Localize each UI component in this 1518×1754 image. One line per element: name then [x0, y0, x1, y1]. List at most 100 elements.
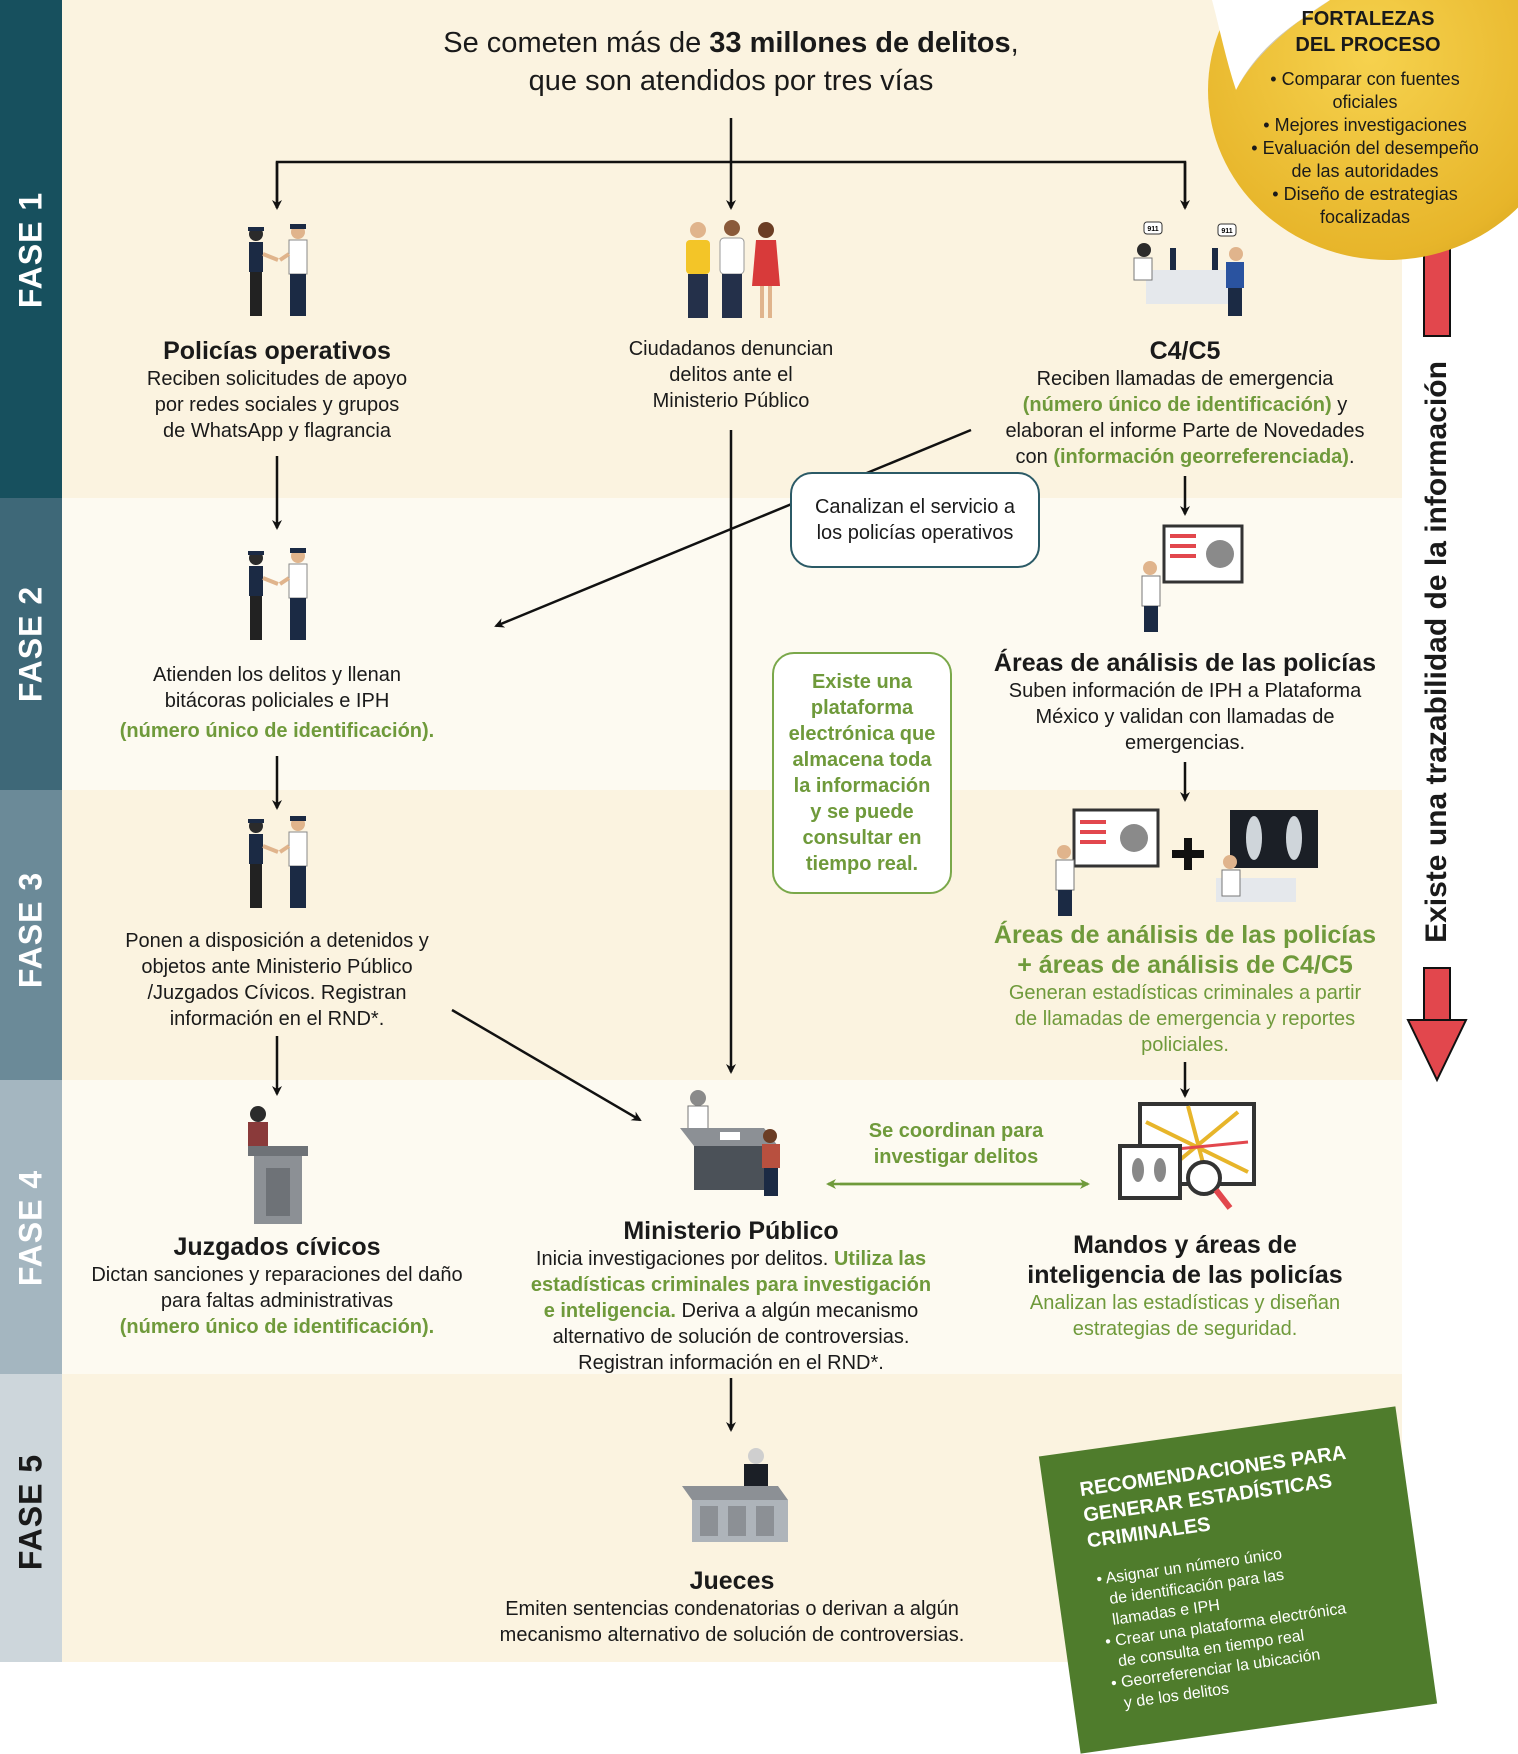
- mp-green: estadísticas criminales para investigaci…: [530, 1274, 932, 1296]
- stats-line: de llamadas de emergencia y reportes: [1014, 1008, 1356, 1030]
- c4c5-line: (número único de identificación) y: [985, 392, 1385, 418]
- jueces-line: Emiten sentencias condenatorias o deriva…: [505, 1598, 959, 1620]
- headline-line2: que son atendidos por tres vías: [528, 65, 934, 97]
- recommendations-title: RECOMENDACIONES PARA GENERAR ESTADÍSTICA…: [1078, 1440, 1355, 1555]
- traceability-label: Existe una trazabilidad de la informació…: [1420, 361, 1453, 943]
- juzgados-line: para faltas administrativas: [160, 1290, 394, 1312]
- analyst-screen-icon: [1055, 808, 1160, 916]
- mandos-block: Mandos y áreas de inteligencia de las po…: [990, 1230, 1380, 1342]
- canalizan-line: los policías operativos: [816, 522, 1014, 544]
- dispose-line: objetos ante Ministerio Público: [141, 956, 413, 978]
- headline-post: ,: [1010, 27, 1019, 59]
- analysis-line: Suben información de IPH a Plataforma: [1008, 680, 1362, 702]
- intelligence-map-icon: [1118, 1102, 1256, 1210]
- strengths-title-1: FORTALEZAS: [1301, 8, 1435, 30]
- mandos-line: Analizan las estadísticas y diseñan: [1029, 1292, 1341, 1314]
- strengths-item: • Comparar con fuentes: [1270, 69, 1460, 89]
- coordination-line: investigar delitos: [873, 1146, 1039, 1168]
- police-line: de WhatsApp y flagrancia: [163, 420, 391, 442]
- police-block: Policías operativos Reciben solicitudes …: [117, 336, 437, 444]
- mp-line-post: Deriva a algún mecanismo: [675, 1300, 919, 1322]
- platform-line: y se puede: [810, 801, 914, 823]
- phase1-sidebar: FASE 1: [0, 0, 62, 498]
- phase4-sidebar: FASE 4: [0, 1080, 62, 1374]
- strengths-item: de las autoridades: [1291, 161, 1439, 181]
- strengths-title: FORTALEZAS DEL PROCESO: [1288, 6, 1448, 58]
- platform-line: electrónica que: [788, 723, 936, 745]
- judge-bench-icon: [682, 1448, 788, 1542]
- citizens-line: Ciudadanos denuncian: [628, 338, 834, 360]
- analysis-line: emergencias.: [1124, 732, 1246, 754]
- judge-podium-icon: [248, 1106, 308, 1224]
- police-officers-icon: [248, 548, 308, 640]
- citizens-icon: [686, 220, 780, 318]
- c4c5-line-pre: con: [1015, 446, 1054, 468]
- dispose-block: Ponen a disposición a detenidos y objeto…: [100, 928, 454, 1032]
- phase2-sidebar: FASE 2: [0, 498, 62, 790]
- citizens-line: Ministerio Público: [652, 390, 810, 412]
- strengths-item: focalizadas: [1319, 207, 1411, 227]
- call-center-icon: 911 911: [1133, 221, 1244, 316]
- forensic-analyst-icon: [1216, 810, 1318, 902]
- stats-title-2: + áreas de análisis de C4/C5: [1017, 951, 1353, 979]
- platform-line: consultar en: [802, 827, 922, 849]
- c4c5-title: C4/C5: [1149, 337, 1221, 365]
- c4c5-line: Reciben llamadas de emergencia: [1036, 368, 1334, 390]
- dispose-line: /Juzgados Cívicos. Registran: [147, 982, 407, 1004]
- headline-pre: Se cometen más de: [443, 27, 710, 59]
- phase3-sidebar: FASE 3: [0, 790, 62, 1080]
- flow-arrows: [272, 118, 1468, 1432]
- mp-line: Inicia investigaciones por delitos. Util…: [510, 1246, 952, 1272]
- c4c5-line-post: y: [1331, 394, 1348, 416]
- platform-line: almacena toda: [792, 749, 932, 771]
- attend-line: bitácoras policiales e IPH: [164, 690, 390, 712]
- mp-block: Ministerio Público Inicia investigacione…: [510, 1216, 952, 1376]
- headline: Se cometen más de 33 millones de delitos…: [360, 24, 1102, 100]
- recommendations-card: RECOMENDACIONES PARA GENERAR ESTADÍSTICA…: [1038, 1406, 1438, 1754]
- strengths-list: • Comparar con fuentes oficiales • Mejor…: [1228, 68, 1502, 229]
- police-officers-icon: [248, 224, 308, 316]
- police-line: por redes sociales y grupos: [154, 394, 400, 416]
- strengths-item: • Mejores investigaciones: [1263, 115, 1467, 135]
- c4c5-block: C4/C5 Reciben llamadas de emergencia (nú…: [985, 336, 1385, 470]
- analysis-block: Áreas de análisis de las policías Suben …: [980, 648, 1390, 756]
- strengths-item: oficiales: [1332, 92, 1398, 112]
- platform-line: plataforma: [810, 697, 914, 719]
- c4c5-line-post: .: [1348, 446, 1355, 468]
- juzgados-green: (número único de identificación).: [119, 1316, 435, 1338]
- juzgados-title: Juzgados cívicos: [173, 1233, 381, 1261]
- c4c5-green: (número único de identificación): [1022, 394, 1332, 416]
- prosecutor-desk-icon: [680, 1090, 780, 1196]
- mandos-title-2: inteligencia de las policías: [1027, 1261, 1343, 1289]
- page-curl-icon: [1212, 0, 1330, 90]
- stats-line: policiales.: [1141, 1034, 1229, 1056]
- stats-block: Áreas de análisis de las policías + área…: [980, 920, 1390, 1058]
- phase5-sidebar: FASE 5: [0, 1374, 62, 1662]
- analysis-line: México y validan con llamadas de: [1035, 706, 1335, 728]
- c4c5-line: con (información georreferenciada).: [985, 444, 1385, 470]
- mp-title: Ministerio Público: [623, 1217, 839, 1245]
- mp-line-pre: Inicia investigaciones por delitos.: [535, 1248, 834, 1270]
- platform-line: Existe una: [811, 671, 913, 693]
- stats-line: Generan estadísticas criminales a partir: [1008, 982, 1362, 1004]
- emergency-number-label: 911: [1221, 228, 1232, 235]
- recommendations-list: • Asignar un número único de identificac…: [1095, 1536, 1356, 1715]
- mp-line: e inteligencia. Deriva a algún mecanismo: [510, 1298, 952, 1324]
- platform-line: la información: [793, 775, 931, 797]
- jueces-line: mecanismo alternativo de solución de con…: [499, 1624, 965, 1646]
- mandos-line: estrategias de seguridad.: [1072, 1318, 1298, 1340]
- headline-bold: 33 millones de delitos: [709, 27, 1011, 59]
- canalizan-box: Canalizan el servicio a los policías ope…: [790, 472, 1040, 568]
- strengths-title-2: DEL PROCESO: [1295, 34, 1441, 56]
- mp-line: alternativo de solución de controversias…: [552, 1326, 910, 1348]
- strengths-item: • Evaluación del desempeño: [1251, 138, 1479, 158]
- juzgados-line: Dictan sanciones y reparaciones del daño: [91, 1264, 463, 1286]
- citizens-line: delitos ante el: [669, 364, 793, 386]
- coordination-line: Se coordinan para: [868, 1120, 1044, 1142]
- c4c5-green: (información georreferenciada): [1053, 446, 1349, 468]
- mp-green: e inteligencia.: [543, 1300, 676, 1322]
- juzgados-block: Juzgados cívicos Dictan sanciones y repa…: [62, 1232, 492, 1340]
- mp-line: Registran información en el RND*.: [578, 1352, 884, 1374]
- police-line: Reciben solicitudes de apoyo: [146, 368, 408, 390]
- stats-title-1: Áreas de análisis de las policías: [993, 921, 1377, 949]
